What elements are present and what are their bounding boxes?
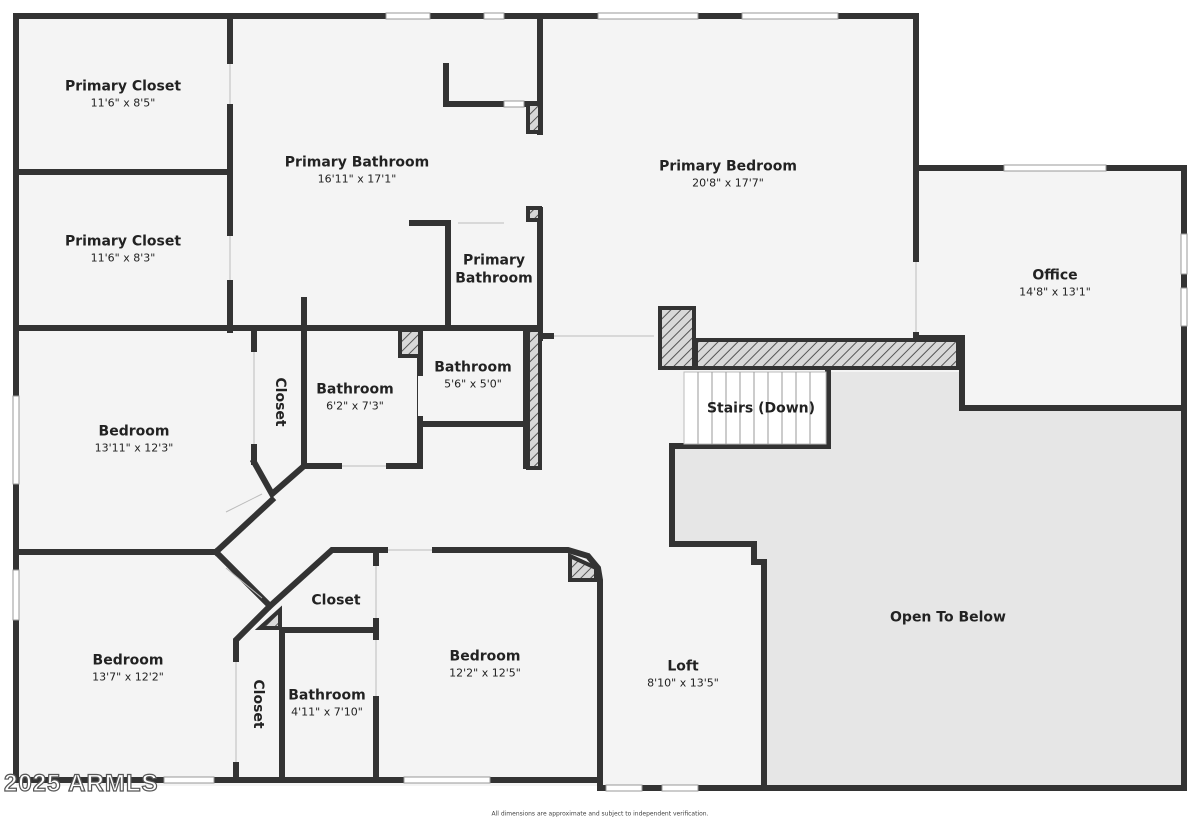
room-dimensions: 11'6" x 8'3": [90, 250, 156, 264]
room-name: Bathroom: [434, 359, 512, 376]
room-dimensions: 14'8" x 13'1": [1019, 284, 1091, 298]
room-primary-bedroom: Primary Bedroom 20'8" x 17'7": [659, 158, 797, 189]
room-dimensions: 12'2" x 12'5": [449, 665, 521, 679]
watermark: 2025 ARMLS: [3, 769, 159, 797]
open-to-below-area: [672, 372, 1184, 788]
room-closet-1: Closet: [272, 377, 288, 427]
door-opening-lines: [225, 64, 917, 762]
room-name: Primary Bathroom: [284, 154, 430, 171]
room-primary-closet-1: Primary Closet 11'6" x 8'5": [65, 78, 181, 109]
room-closet-2: Closet: [311, 592, 360, 610]
room-open-to-below: Open To Below: [890, 609, 1006, 627]
windows: [12, 12, 1188, 792]
room-primary-bathroom-small: Primary Bathroom: [455, 253, 533, 288]
room-primary-closet-2: Primary Closet 11'6" x 8'3": [65, 233, 181, 264]
room-stairs: Stairs (Down): [707, 400, 815, 418]
room-name: Loft: [667, 658, 699, 675]
room-name: Open To Below: [890, 609, 1006, 626]
room-dimensions: 20'8" x 17'7": [692, 175, 764, 189]
room-name: Primary Closet: [64, 78, 182, 95]
room-office: Office 14'8" x 13'1": [1019, 267, 1091, 298]
room-name: Primary Bedroom: [659, 158, 797, 175]
room-bedroom-1: Bedroom 13'11" x 12'3": [95, 423, 174, 454]
room-dimensions: 13'11" x 12'3": [94, 440, 174, 454]
hatched-elements: [254, 102, 960, 630]
room-name: Primary Closet: [64, 233, 182, 250]
room-dimensions: 5'6" x 5'0": [444, 376, 502, 390]
disclaimer-text: All dimensions are approximate and subje…: [491, 810, 709, 818]
room-name: Bathroom: [316, 381, 394, 398]
room-dimensions: 8'10" x 13'5": [647, 675, 719, 689]
room-bathroom-1: Bathroom 6'2" x 7'3": [316, 381, 394, 412]
room-name: Office: [1032, 267, 1078, 284]
room-dimensions: 4'11" x 7'10": [291, 704, 363, 718]
room-name: Stairs (Down): [706, 400, 816, 417]
room-name-line-1: Primary: [462, 252, 526, 269]
room-loft: Loft 8'10" x 13'5": [647, 658, 719, 689]
room-name: Bedroom: [449, 648, 521, 665]
room-bathroom-2: Bathroom 5'6" x 5'0": [434, 359, 512, 390]
room-dimensions: 13'7" x 12'2": [92, 669, 164, 683]
room-name: Bedroom: [92, 652, 164, 669]
room-bedroom-2: Bedroom 13'7" x 12'2": [92, 652, 164, 683]
room-name: Closet: [311, 592, 361, 609]
stairs: [683, 371, 827, 445]
room-closet-3: Closet: [250, 679, 266, 729]
room-dimensions: 6'2" x 7'3": [326, 398, 384, 412]
room-dimensions: 11'6" x 8'5": [90, 95, 156, 109]
room-name-line-2: Bathroom: [455, 270, 533, 286]
room-bedroom-3: Bedroom 12'2" x 12'5": [449, 648, 521, 679]
room-dimensions: 16'11" x 17'1": [317, 171, 397, 185]
room-bathroom-3: Bathroom 4'11" x 7'10": [288, 687, 366, 718]
room-name: Bathroom: [288, 687, 366, 704]
room-primary-bathroom: Primary Bathroom 16'11" x 17'1": [285, 154, 429, 185]
room-name: Bedroom: [98, 423, 170, 440]
